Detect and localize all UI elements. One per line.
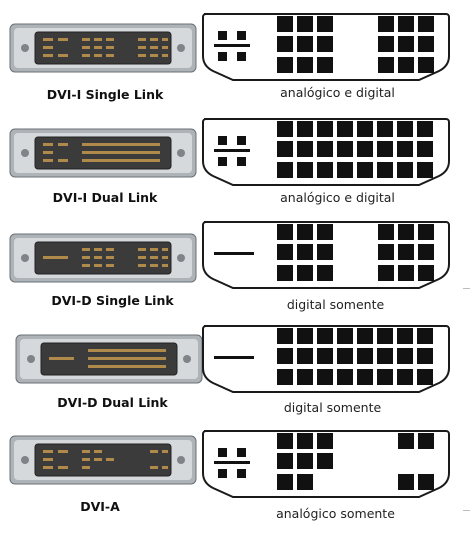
connector-name: DVI-I Dual Link (52, 190, 158, 205)
dvi-i-single-link-plug-photo (9, 23, 197, 73)
dvi-d-dual-link-pinout-diagram (202, 325, 450, 393)
dvi-d-dual-link-plug-photo (15, 334, 203, 384)
dvi-i-dual-link-plug-photo (9, 128, 197, 178)
connector-name: DVI-A (80, 499, 120, 514)
connector-row-dvi-i-dual: DVI-I Dual Link analógico e digital (0, 105, 470, 210)
dvi-i-dual-link-pinout-diagram (202, 118, 450, 186)
connector-name: DVI-I Single Link (46, 87, 164, 102)
dvi-d-single-link-plug-photo (9, 233, 197, 283)
signal-description: digital somente (283, 400, 382, 415)
edge-tick (463, 288, 470, 289)
connector-row-dvi-d-single: DVI-D Single Link digital somente (0, 212, 470, 317)
connector-name: DVI-D Dual Link (57, 395, 168, 410)
signal-description: digital somente (286, 297, 385, 312)
dvi-i-single-link-pinout-diagram (202, 13, 450, 81)
connector-row-dvi-d-dual: DVI-D Dual Link digital somente (0, 317, 470, 422)
dvi-a-pinout-diagram (202, 430, 450, 498)
dvi-a-plug-photo (9, 435, 197, 485)
dvi-d-single-link-pinout-diagram (202, 221, 450, 289)
connector-row-dvi-a: DVI-A analógico somente (0, 422, 470, 537)
signal-description: analógico e digital (280, 85, 395, 100)
connector-name: DVI-D Single Link (51, 293, 174, 308)
edge-tick (463, 510, 470, 511)
connector-row-dvi-i-single: DVI-I Single Link analógico e digital (0, 0, 470, 105)
signal-description: analógico somente (276, 506, 395, 521)
signal-description: analógico e digital (280, 190, 395, 205)
